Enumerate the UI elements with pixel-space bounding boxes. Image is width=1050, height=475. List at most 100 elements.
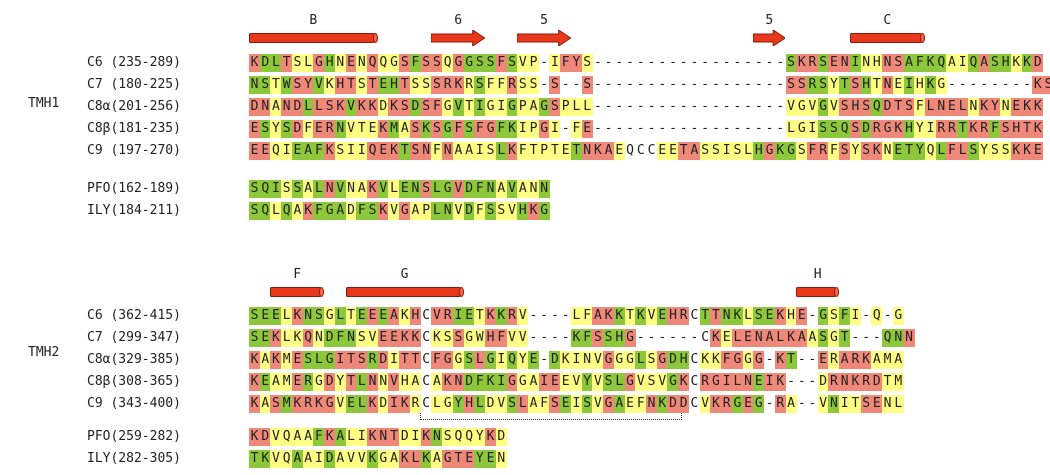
residue: T	[399, 351, 411, 369]
residue: N	[828, 395, 840, 413]
residue: S	[259, 120, 271, 138]
residue: S	[796, 142, 808, 160]
residue: -	[808, 308, 817, 323]
residue: G	[538, 202, 550, 220]
residue: G	[452, 351, 464, 369]
residue: G	[624, 329, 636, 347]
residue: T	[570, 142, 582, 160]
residue: R	[806, 76, 818, 94]
residue: G	[603, 351, 615, 369]
residue: S	[817, 76, 829, 94]
residue: Q	[259, 202, 271, 220]
residue: M	[281, 373, 293, 391]
residue: K	[710, 351, 722, 369]
residue: T	[345, 76, 357, 94]
residue: G	[442, 395, 454, 413]
residue: Y	[914, 120, 926, 138]
residue: E	[560, 373, 572, 391]
residue: N	[281, 98, 293, 116]
residue: -	[701, 121, 710, 136]
residue: D	[249, 98, 261, 116]
residue: F	[313, 428, 325, 446]
residue: F	[313, 202, 325, 220]
residue: S	[409, 76, 421, 94]
residue: I	[570, 395, 582, 413]
residue: I	[270, 180, 282, 198]
residue: -	[679, 330, 688, 345]
residue: R	[860, 373, 872, 391]
residue: A	[527, 395, 539, 413]
residue: S	[485, 142, 497, 160]
residue: S	[817, 120, 829, 138]
residue: -	[561, 121, 570, 136]
residue: S	[291, 76, 303, 94]
residue: A	[291, 450, 303, 468]
residue: H	[324, 54, 336, 72]
residue: M	[892, 373, 904, 391]
row-label: C7 (180-225)	[87, 77, 181, 92]
residue: G	[324, 202, 336, 220]
residue: A	[946, 54, 958, 72]
residue: F	[431, 142, 443, 160]
residue: -	[754, 77, 763, 92]
residue: Q	[871, 98, 883, 116]
residue: F	[409, 54, 421, 72]
residue: V	[452, 98, 464, 116]
residue: A	[334, 202, 346, 220]
residue: G	[667, 373, 679, 391]
residue: F	[474, 373, 486, 391]
residue: -	[679, 77, 688, 92]
residue: F	[474, 180, 486, 198]
residue: E	[377, 329, 389, 347]
residue: V	[388, 373, 400, 391]
residue: -	[647, 77, 656, 92]
residue: I	[849, 307, 861, 325]
residue: A	[688, 142, 700, 160]
residue: E	[1010, 98, 1022, 116]
residue: -	[540, 308, 549, 323]
residue: L	[409, 450, 421, 468]
residue: -	[754, 99, 763, 114]
residue: -	[980, 77, 989, 92]
residue: H	[388, 76, 400, 94]
structure-label: 5	[765, 13, 774, 28]
residue: D	[860, 120, 872, 138]
residue: -	[679, 99, 688, 114]
residue: Y	[334, 373, 346, 391]
residue: Q	[463, 428, 475, 446]
residue: T	[367, 76, 379, 94]
residue: A	[431, 373, 443, 391]
residue: L	[731, 329, 743, 347]
residue: F	[946, 142, 958, 160]
row-label: ILY(282-305)	[87, 451, 181, 466]
residue: Y	[828, 76, 840, 94]
residue: E	[259, 373, 271, 391]
residue: E	[549, 373, 561, 391]
residue: S	[474, 76, 486, 94]
residue: K	[399, 329, 411, 347]
residue: -	[690, 99, 699, 114]
residue: S	[442, 329, 454, 347]
residue: S	[420, 54, 432, 72]
residue: H	[613, 329, 625, 347]
residue: L	[957, 98, 969, 116]
residue: K	[399, 307, 411, 325]
residue: I	[409, 428, 421, 446]
residue: -	[797, 374, 806, 389]
residue: A	[892, 351, 904, 369]
residue: E	[291, 142, 303, 160]
residue: K	[388, 142, 400, 160]
residue: G	[506, 373, 518, 391]
residue: R	[946, 120, 958, 138]
residue: E	[721, 329, 733, 347]
residue: -	[540, 55, 549, 70]
residue: -	[572, 77, 581, 92]
residue: S	[849, 120, 861, 138]
residue: N	[420, 142, 432, 160]
residue: K	[527, 202, 539, 220]
residue: G	[485, 351, 497, 369]
residue: K	[249, 373, 261, 391]
residue: S	[549, 76, 561, 94]
residue: D	[399, 428, 411, 446]
residue: V	[495, 395, 507, 413]
